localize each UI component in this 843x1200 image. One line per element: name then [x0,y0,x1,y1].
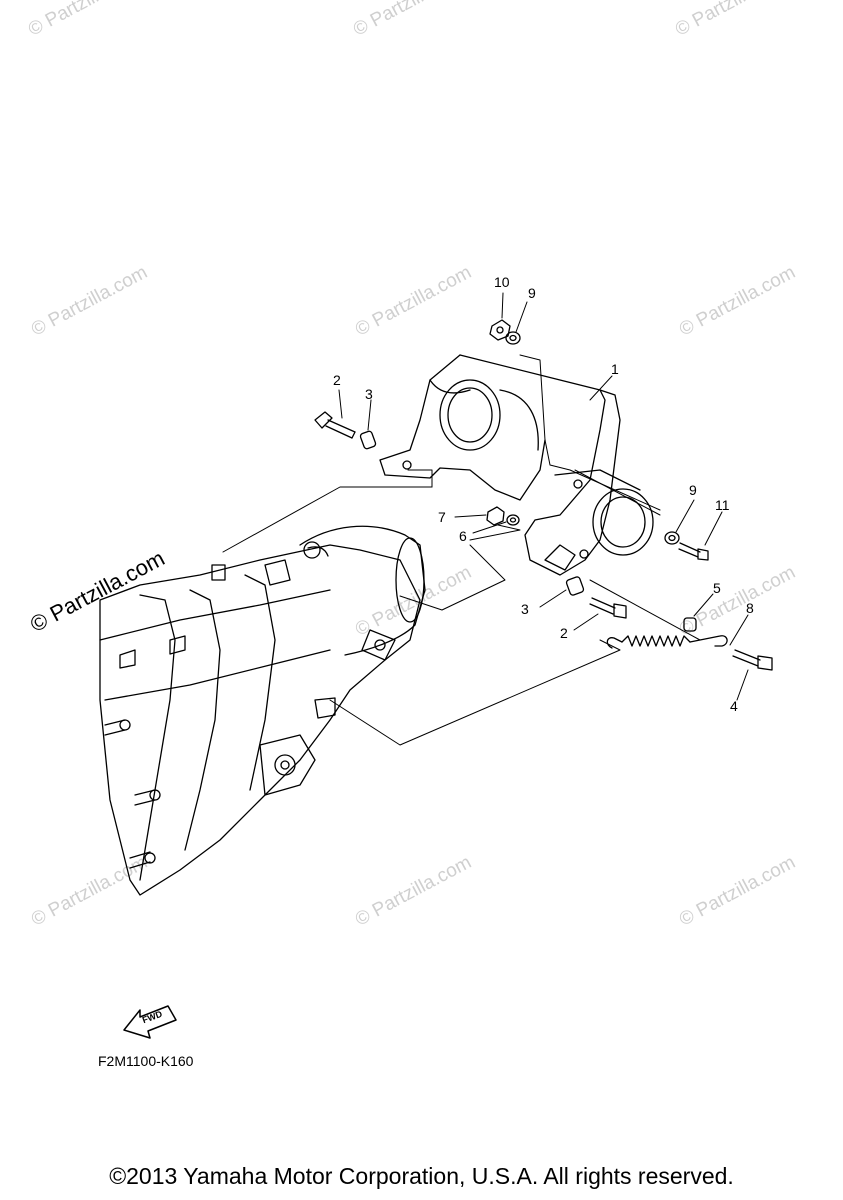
part-5-collar [683,617,697,632]
part-4-bolt [732,649,773,671]
callout-2: 2 [333,372,341,388]
callout-9: 9 [528,285,536,301]
part-3-collar-lower [565,576,585,596]
fwd-arrow-icon [123,1005,177,1039]
copyright-notice: ©2013 Yamaha Motor Corporation, U.S.A. A… [109,1163,734,1189]
callout-11: 11 [715,497,730,513]
callout-6: 6 [459,528,467,544]
part-2-bolt-upper [314,411,356,439]
part-9-washer-upper [505,331,521,345]
part-11-bolt [678,542,709,561]
callout-3: 3 [521,601,529,617]
part-2-bolt-lower [589,597,627,619]
part-1-duct [379,354,654,576]
callout-9: 9 [689,482,697,498]
part-10-nut [489,319,511,341]
callout-10: 10 [494,274,510,290]
part-8-spring [606,635,728,649]
engine-housing [99,525,426,896]
callout-7: 7 [438,509,446,525]
leader-lines [338,292,749,701]
callout-4: 4 [730,698,738,714]
assembly-guide-lines [222,354,701,746]
diagram-reference-code: F2M1100-K160 [98,1053,194,1069]
callout-3: 3 [365,386,373,402]
callout-1: 1 [611,361,619,377]
part-9-washer-lower [664,531,680,545]
part-3-collar-upper [359,430,377,450]
part-6-washer [506,514,520,526]
part-7-nut [486,506,505,526]
callout-5: 5 [713,580,721,596]
callout-8: 8 [746,600,754,616]
callout-2: 2 [560,625,568,641]
